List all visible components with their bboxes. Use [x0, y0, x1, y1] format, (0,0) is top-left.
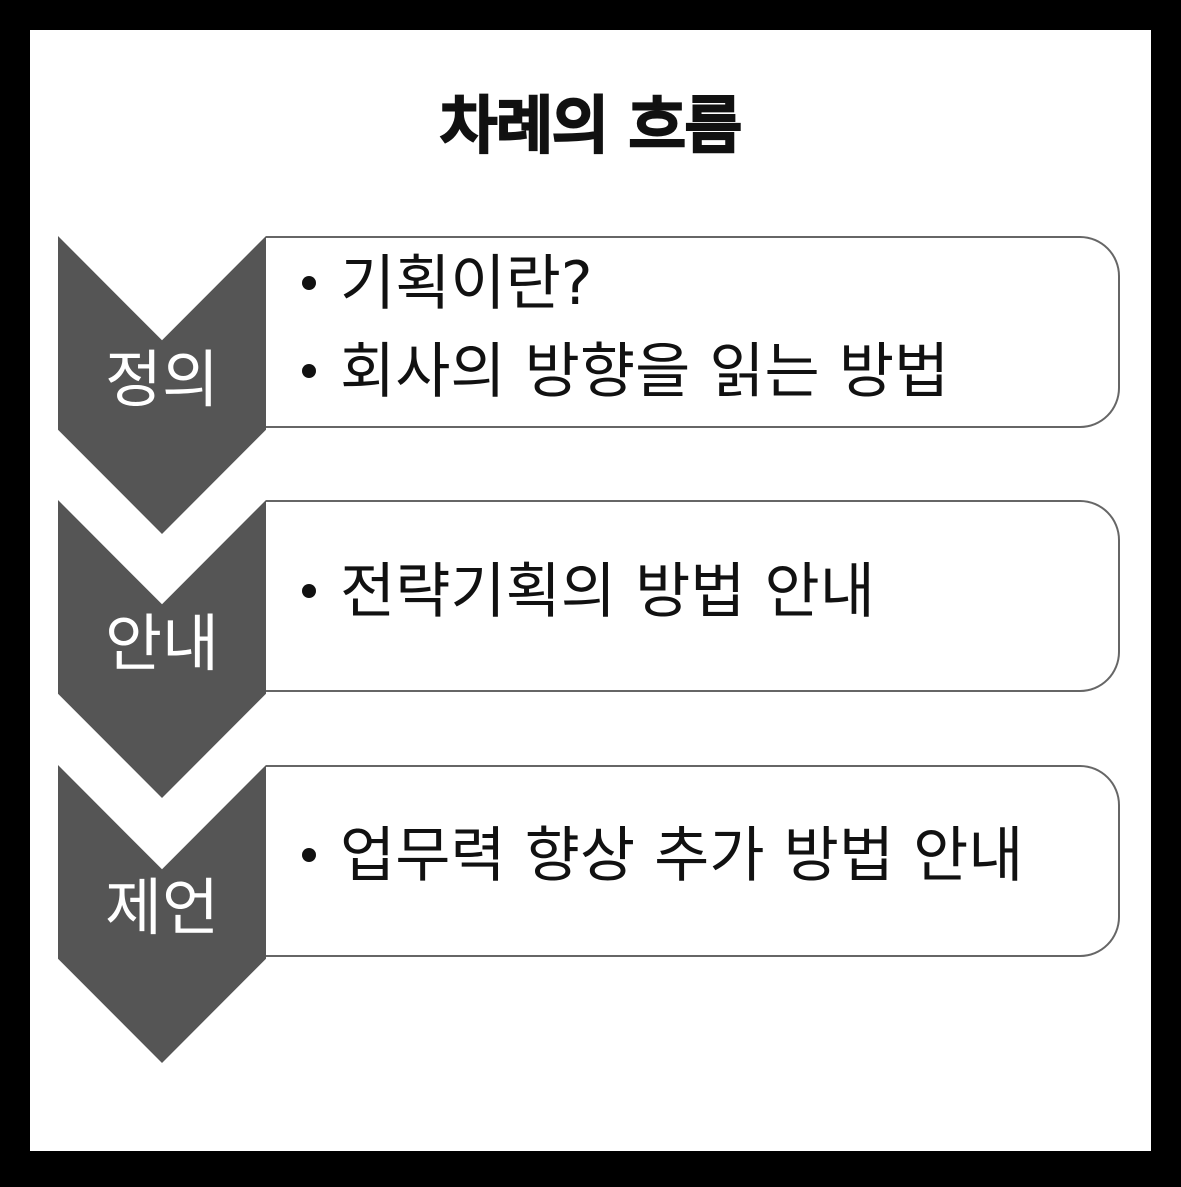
step-1-item-1: 기획이란? [302, 244, 593, 324]
bullet-icon [302, 848, 316, 863]
step-2-item-1-text: 전략기획의 방법 안내 [340, 557, 875, 627]
step-3-item-1-text: 업무력 향상 추가 방법 안내 [340, 821, 1024, 891]
step-1-item-2-text: 회사의 방향을 읽는 방법 [340, 337, 950, 407]
bullet-icon [302, 276, 316, 291]
bullet-icon [302, 584, 316, 599]
step-2-item-1: 전략기획의 방법 안내 [302, 552, 875, 632]
step-1-item-2: 회사의 방향을 읽는 방법 [302, 332, 949, 412]
step-3-item-1: 업무력 향상 추가 방법 안내 [302, 816, 1024, 896]
step-1-item-1-text: 기획이란? [340, 249, 593, 319]
step-2-label: 안내 [104, 607, 220, 680]
step-3-label: 제언 [104, 871, 220, 944]
diagram-title: 차례의 흐름 [439, 88, 743, 163]
step-1-label: 정의 [104, 343, 220, 416]
content-box-step-1 [266, 236, 1120, 428]
bullet-icon [302, 364, 316, 379]
content-box-step-2 [266, 500, 1120, 692]
content-box-step-3 [266, 765, 1120, 957]
